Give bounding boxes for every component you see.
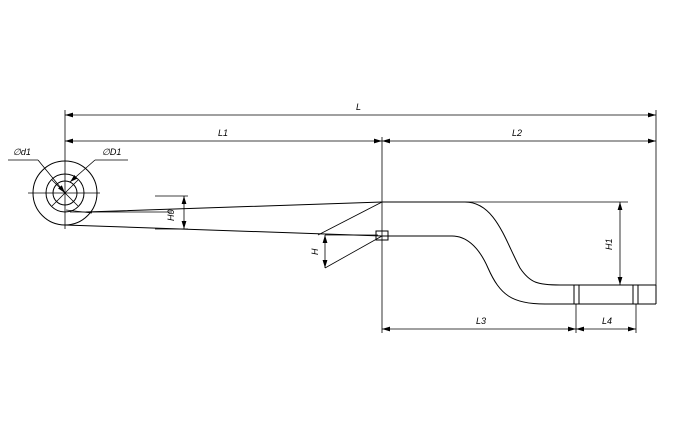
dim-L2-label: L2 (512, 128, 522, 138)
dim-H1-label: H1 (604, 238, 614, 250)
dim-L1-label: L1 (218, 128, 228, 138)
dimensions: L L1 L2 L3 L4 H0 H1 H (65, 102, 656, 332)
eye-wrap-line (65, 209, 93, 214)
diameter-leaders: ∅d1 ∅D1 (8, 147, 128, 194)
dim-L-label: L (356, 102, 361, 112)
dim-L3-label: L3 (476, 316, 486, 326)
dim-L4-label: L4 (602, 316, 612, 326)
dim-H-label: H (310, 248, 320, 255)
extension-lines (64, 110, 657, 333)
ext-H-slope-bottom (324, 235, 383, 269)
D1-label: ∅D1 (102, 147, 121, 157)
leaf-bottom-edge (64, 224, 656, 305)
spring-leaf (64, 201, 657, 305)
D1-leader-arrow (69, 159, 96, 183)
leaf-top-edge (85, 201, 656, 286)
ext-H-slope-top (317, 201, 383, 236)
d1-leader-arrow (37, 159, 66, 194)
spring-eye (28, 157, 100, 229)
d1-label: ∅d1 (13, 147, 31, 157)
dim-H0-label: H0 (166, 209, 176, 221)
